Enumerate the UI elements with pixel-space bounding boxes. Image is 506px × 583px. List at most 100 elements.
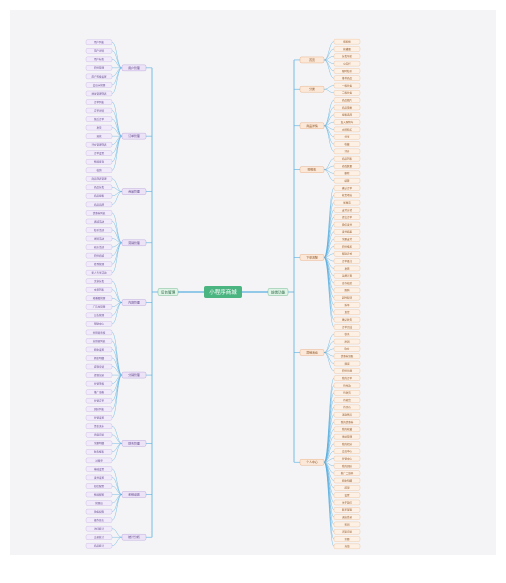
- leaf-node[interactable]: 我的优惠券: [333, 419, 361, 425]
- leaf-node[interactable]: 商品图片: [333, 97, 361, 103]
- leaf-node[interactable]: 确认订单: [333, 185, 361, 191]
- leaf-node[interactable]: 短信配置: [85, 483, 113, 489]
- leaf-node[interactable]: 物流配置: [85, 491, 113, 498]
- leaf-node[interactable]: 发货: [333, 309, 361, 315]
- leaf-node[interactable]: 帮助中心: [85, 321, 113, 327]
- leaf-node[interactable]: 核销: [85, 167, 113, 173]
- leaf-node[interactable]: 运费计算: [333, 273, 361, 279]
- group-node[interactable]: 商品详情: [299, 122, 325, 129]
- leaf-node[interactable]: 分销中心: [333, 455, 361, 462]
- group-node[interactable]: 首页: [299, 56, 325, 64]
- leaf-node[interactable]: 秒杀: [333, 331, 361, 337]
- leaf-node[interactable]: 分销订单: [85, 397, 113, 404]
- leaf-node[interactable]: 分类导航: [333, 53, 361, 59]
- leaf-node[interactable]: 文章列表: [85, 287, 113, 293]
- leaf-node[interactable]: 发货: [85, 124, 113, 131]
- leaf-node[interactable]: 秒杀活动: [85, 227, 113, 233]
- leaf-node[interactable]: 公告栏: [333, 60, 361, 67]
- leaf-node[interactable]: 我的团队: [333, 463, 361, 469]
- leaf-node[interactable]: 修改数量: [333, 163, 361, 169]
- leaf-node[interactable]: 推荐商品: [333, 75, 361, 81]
- leaf-node[interactable]: 用户列表: [85, 39, 113, 45]
- leaf-node[interactable]: 地址管理: [333, 433, 361, 440]
- leaf-node[interactable]: 提现申请: [85, 363, 113, 370]
- group-node[interactable]: 用户管理: [121, 64, 147, 72]
- leaf-node[interactable]: 推广海报: [85, 389, 113, 395]
- leaf-node[interactable]: 评价管理列表: [85, 141, 113, 148]
- leaf-node[interactable]: 删除: [333, 170, 361, 177]
- leaf-node[interactable]: 商品规格: [85, 193, 113, 199]
- leaf-node[interactable]: 联系客服: [333, 507, 361, 513]
- leaf-node[interactable]: 新人专享活动: [85, 269, 113, 276]
- group-node[interactable]: 商品管理: [121, 188, 147, 195]
- leaf-node[interactable]: 支付结果: [333, 229, 361, 235]
- leaf-node[interactable]: 分销商列表: [85, 338, 113, 344]
- leaf-node[interactable]: 拼团: [333, 338, 361, 345]
- leaf-node[interactable]: 微信支付: [333, 221, 361, 228]
- leaf-node[interactable]: 支付设置: [85, 474, 113, 481]
- leaf-node[interactable]: 满减活动: [85, 218, 113, 225]
- leaf-node[interactable]: 待发货: [333, 390, 361, 396]
- leaf-node[interactable]: 订单详情: [85, 107, 113, 114]
- leaf-node[interactable]: 设置: [333, 492, 361, 498]
- leaf-node[interactable]: 砍价活动: [85, 244, 113, 250]
- leaf-node[interactable]: 广告位管理: [85, 304, 113, 310]
- leaf-node[interactable]: 我的积分: [333, 441, 361, 447]
- leaf-node[interactable]: 商品列表管理: [85, 176, 113, 182]
- leaf-node[interactable]: 限时秒杀: [333, 68, 361, 74]
- leaf-node[interactable]: 商品列表: [333, 155, 361, 162]
- leaf-node[interactable]: 砍价: [333, 346, 361, 352]
- leaf-node[interactable]: 公告管理: [85, 312, 113, 319]
- leaf-node[interactable]: 退款售后: [333, 411, 361, 418]
- leaf-node[interactable]: 二级分类: [333, 90, 361, 96]
- branch-left[interactable]: 后台管理: [157, 288, 179, 296]
- leaf-node[interactable]: 充值记录: [85, 432, 113, 438]
- leaf-node[interactable]: 拆单: [333, 302, 361, 308]
- leaf-node[interactable]: 商品品牌: [85, 201, 113, 208]
- leaf-node[interactable]: 操作日志: [85, 517, 113, 523]
- leaf-node[interactable]: 订单备注: [333, 258, 361, 264]
- group-node[interactable]: 分销管理: [121, 371, 147, 379]
- leaf-node[interactable]: 退出登录: [333, 514, 361, 520]
- leaf-node[interactable]: 用户详情: [85, 48, 113, 54]
- leaf-node[interactable]: 支付方式: [333, 207, 361, 213]
- leaf-node[interactable]: 会员中心: [333, 448, 361, 454]
- leaf-node[interactable]: 满减: [333, 360, 361, 367]
- group-node[interactable]: 个人中心: [299, 459, 325, 466]
- root-node[interactable]: 小程序商城: [204, 286, 242, 298]
- leaf-node[interactable]: 退款: [85, 133, 113, 139]
- leaf-node[interactable]: 商品参数: [333, 104, 361, 111]
- leaf-node[interactable]: 物流查询: [85, 159, 113, 165]
- group-node[interactable]: 财务管理: [121, 440, 147, 447]
- leaf-node[interactable]: 轮播图: [333, 46, 361, 52]
- leaf-node[interactable]: 提现记录: [85, 372, 113, 378]
- leaf-node[interactable]: 提交订单: [333, 214, 361, 220]
- leaf-node[interactable]: 优惠券: [333, 199, 361, 206]
- leaf-node[interactable]: 订单设置: [85, 150, 113, 156]
- leaf-node[interactable]: 分销设置: [85, 415, 113, 421]
- leaf-node[interactable]: 访问统计: [85, 525, 113, 532]
- group-node[interactable]: 营销管理: [121, 239, 147, 247]
- leaf-node[interactable]: 关于我们: [333, 499, 361, 506]
- leaf-node[interactable]: 充值: [333, 543, 361, 550]
- group-node[interactable]: 统计分析: [121, 534, 147, 541]
- leaf-node[interactable]: 余额: [333, 536, 361, 542]
- leaf-node[interactable]: 商品分类: [85, 184, 113, 191]
- leaf-node[interactable]: 签到: [333, 521, 361, 528]
- leaf-node[interactable]: 加入购物车: [333, 119, 361, 125]
- leaf-node[interactable]: 基础设置: [85, 466, 113, 472]
- leaf-node[interactable]: 地址管理列表: [85, 90, 113, 97]
- group-node[interactable]: 下单流程: [299, 254, 325, 261]
- leaf-node[interactable]: 财务报表: [85, 449, 113, 455]
- leaf-node[interactable]: 库存校验: [333, 280, 361, 286]
- leaf-node[interactable]: 用户标签: [85, 56, 113, 63]
- leaf-node[interactable]: 订单完成: [333, 324, 361, 330]
- leaf-node[interactable]: 搜索框: [333, 38, 361, 45]
- group-node[interactable]: 分类: [299, 85, 325, 93]
- leaf-node[interactable]: 待收货: [333, 397, 361, 403]
- leaf-node[interactable]: 待付款: [333, 382, 361, 389]
- leaf-node[interactable]: 待评价: [333, 404, 361, 411]
- leaf-node[interactable]: 用户等级设置: [85, 73, 113, 80]
- leaf-node[interactable]: 评价: [333, 148, 361, 155]
- leaf-node[interactable]: 推广二维码: [333, 470, 361, 476]
